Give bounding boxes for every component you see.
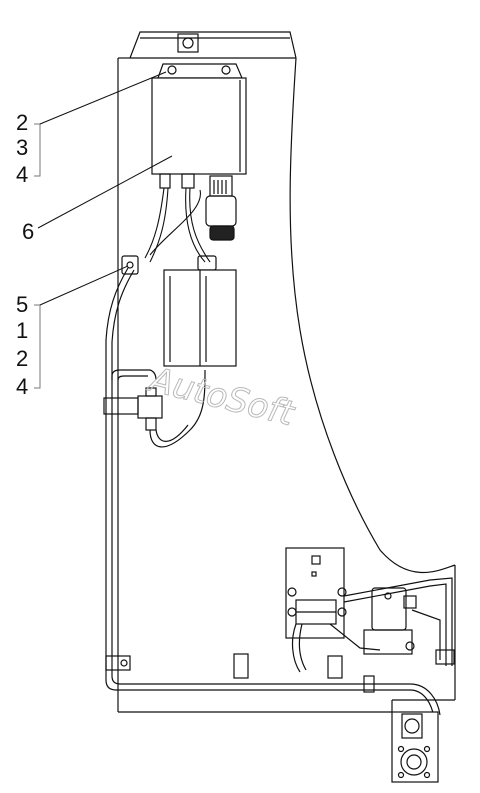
cable-bundle xyxy=(144,187,211,263)
relay-block xyxy=(163,255,237,367)
panel-outline xyxy=(117,31,456,713)
callout-group-top: 2 3 4 xyxy=(16,71,167,187)
callout-label: 1 xyxy=(16,318,28,343)
callout-label: 4 xyxy=(16,374,28,399)
bottom-connector xyxy=(391,711,439,783)
callout-label: 4 xyxy=(16,162,28,187)
callout-label: 6 xyxy=(22,219,34,244)
watermark-logo: AutoSoft xyxy=(144,359,300,434)
control-box xyxy=(151,63,247,241)
callout-label: 2 xyxy=(16,110,28,135)
callout-label: 2 xyxy=(16,346,28,371)
callout-single: 6 xyxy=(22,155,173,244)
top-bolt-icon xyxy=(177,33,199,53)
lower-switch-assembly xyxy=(285,547,455,673)
main-harness xyxy=(105,255,441,719)
callout-group-bottom: 5 1 2 4 xyxy=(16,265,129,399)
callout-label: 5 xyxy=(16,292,28,317)
fuse-holder xyxy=(103,369,206,448)
callout-label: 3 xyxy=(16,135,28,160)
